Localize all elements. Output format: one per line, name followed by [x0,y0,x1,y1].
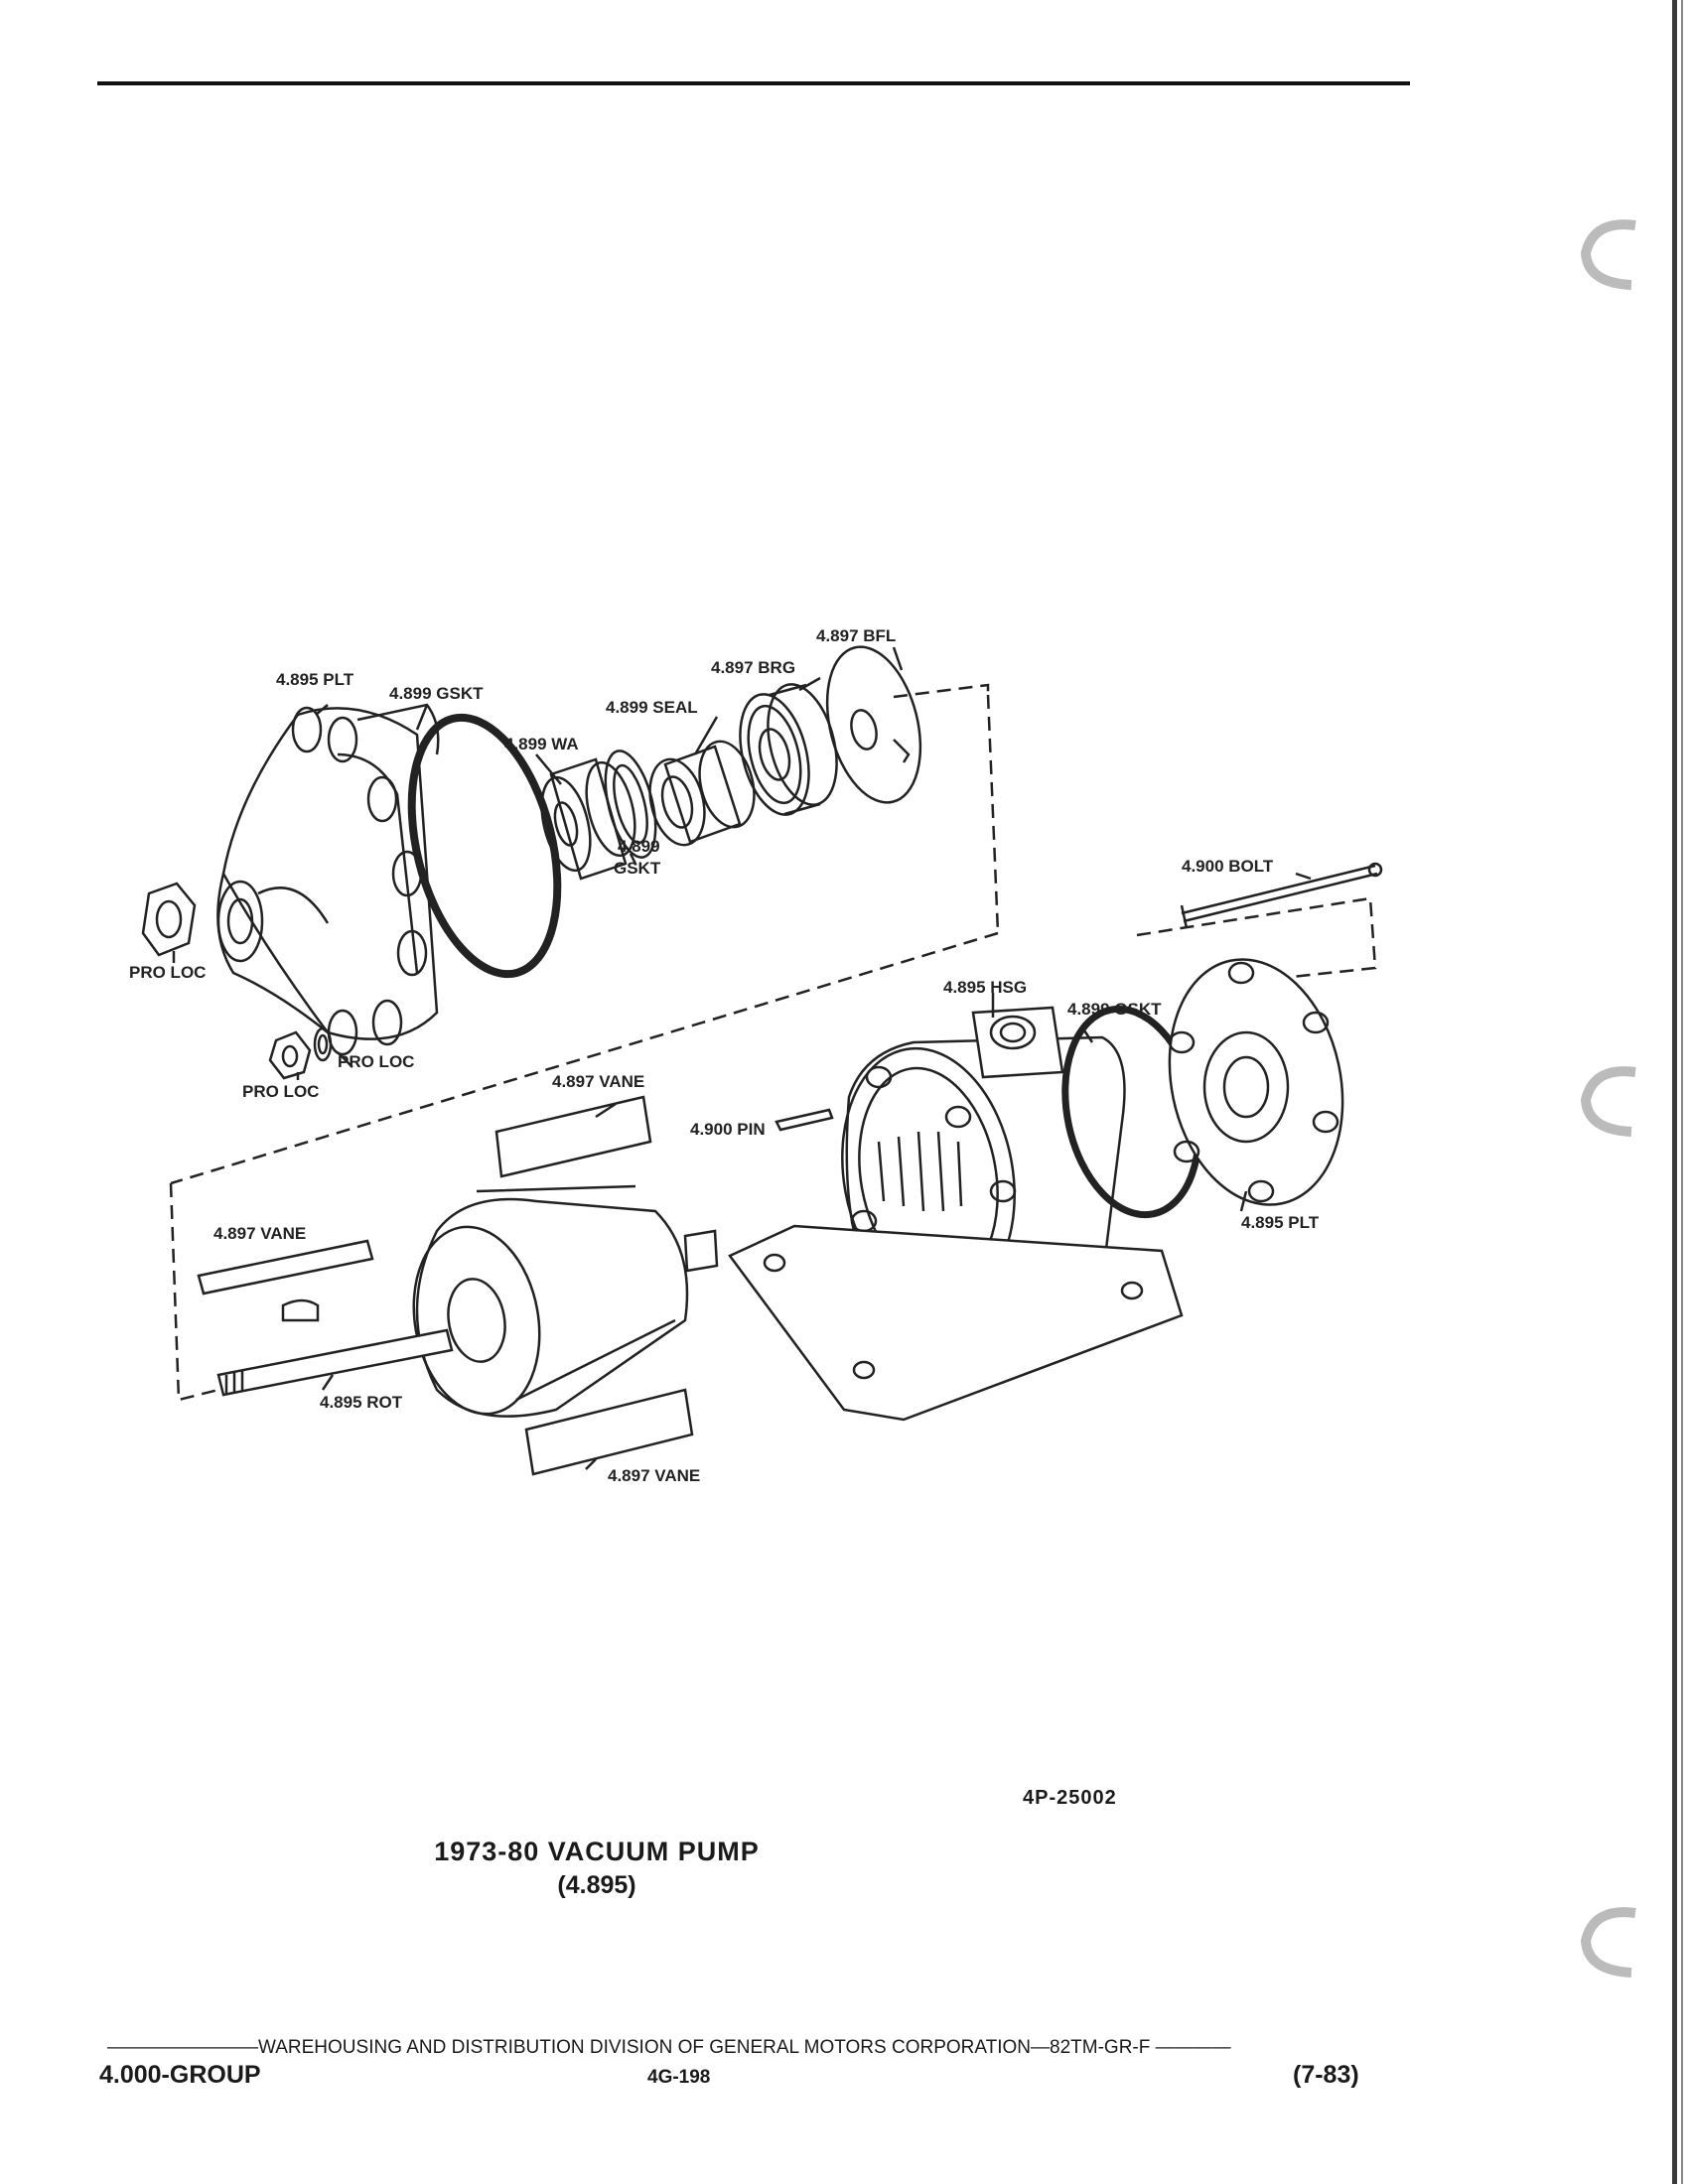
label-hsg: 4.895 HSG [943,978,1027,997]
caption-title: 1973-80 VACUUM PUMP [434,1837,760,1866]
label-gskt-top: 4.899 GSKT [389,684,484,703]
label-pro-loc-2: PRO LOC [338,1052,414,1071]
footer-date: (7-83) [1293,2061,1359,2089]
footer-group: 4.000-GROUP [99,2061,261,2089]
caption-subtitle: (4.895) [557,1871,636,1899]
punch-hole-icon [1580,1907,1636,1978]
label-gskt-right: 4.899 GSKT [1067,1000,1162,1019]
footer-publisher-line: ————————WAREHOUSING AND DISTRIBUTION DIV… [107,2037,1231,2058]
label-vane-left: 4.897 VANE [213,1224,306,1243]
label-gskt-small-1: 4.899 [618,837,660,856]
label-plt-top: 4.895 PLT [276,670,354,689]
label-pin: 4.900 PIN [690,1120,766,1139]
top-rule [97,81,1410,85]
label-plt-right: 4.895 PLT [1241,1213,1320,1232]
label-rot: 4.895 ROT [320,1393,403,1412]
footer-page-number: 4G-198 [647,2067,711,2088]
label-wa: 4.899 WA [504,735,579,753]
label-vane-bottom: 4.897 VANE [608,1466,700,1485]
label-bfl: 4.897 BFL [816,626,896,645]
label-bolt: 4.900 BOLT [1182,857,1274,876]
figure-caption: 1973-80 VACUUM PUMP (4.895) [0,1837,1442,1900]
figure-id: 4P-25002 [1023,1787,1117,1809]
label-gskt-small-2: GSKT [614,859,661,878]
label-pro-loc-3: PRO LOC [242,1082,319,1101]
punch-hole-icon [1580,219,1636,290]
label-vane-top: 4.897 VANE [552,1072,644,1091]
page-edge-shadow [1681,0,1683,2184]
page-edge [1672,0,1677,2184]
punch-hole-icon [1580,1066,1636,1137]
label-brg: 4.897 BRG [711,658,795,677]
label-pro-loc-1: PRO LOC [129,963,206,982]
label-seal: 4.899 SEAL [606,698,698,717]
